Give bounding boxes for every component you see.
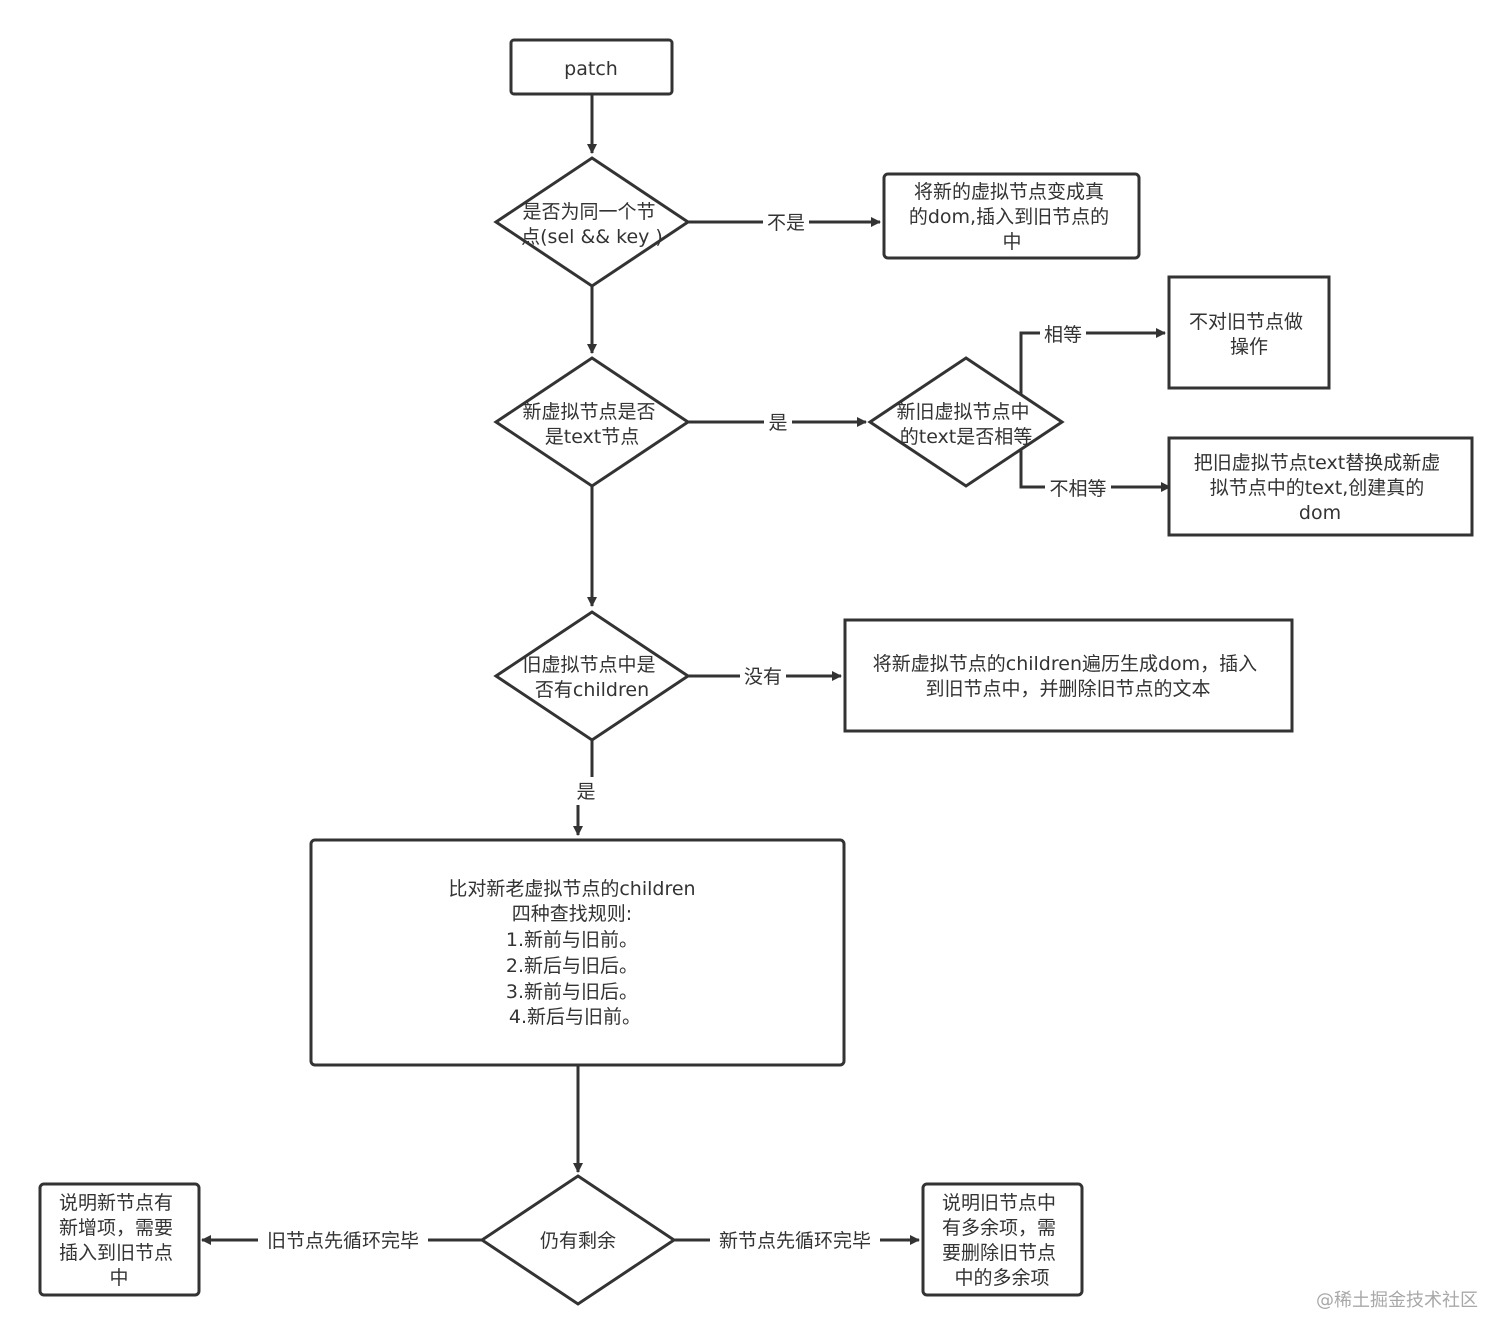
node-replace-dom-box <box>882 172 1141 260</box>
edge-equal <box>1019 328 1166 394</box>
edge-label-bg <box>572 777 600 805</box>
line: 插入到旧节点 <box>59 1242 173 1264</box>
node-compare-children-label: 比对新老虚拟节点的children 四种查找规则: 1.新前与旧前。 2.新后与… <box>448 878 701 1028</box>
diamond-remaining <box>479 1174 677 1306</box>
node-has-children-label: 旧虚拟节点中是 否有children <box>522 654 661 701</box>
node-same-node-question: 是否为同一个节 点(sel && key ) <box>493 156 691 288</box>
line: 说明旧节点中 <box>942 1192 1056 1214</box>
node-no-op-box <box>1167 275 1331 390</box>
edge-label-not-equal: 不相等 <box>1049 478 1106 500</box>
node-patch-box <box>509 38 674 96</box>
line: 旧虚拟节点中是 <box>522 654 655 676</box>
node-insert-children-label: 将新虚拟节点的children遍历生成dom，插入 到旧节点中，并删除旧节点的文… <box>873 653 1263 700</box>
line: 操作 <box>1230 336 1268 358</box>
line: 比对新老虚拟节点的children <box>448 878 695 900</box>
watermark: @稀土掘金技术社区 <box>1316 1290 1478 1311</box>
diamond-text-equal <box>867 356 1065 488</box>
node-remove-old-box <box>921 1182 1084 1297</box>
line: 有多余项，需 <box>942 1217 1056 1239</box>
node-has-children-question: 旧虚拟节点中是 否有children <box>493 610 691 742</box>
line: 新虚拟节点是否 <box>522 401 655 423</box>
node-patch-label: patch <box>564 58 618 80</box>
edge-label-bg <box>258 1226 428 1254</box>
node-replace-dom: 将新的虚拟节点变成真 的dom,插入到旧节点的 中 <box>882 172 1141 260</box>
line: 拟节点中的text,创建真的 <box>1210 477 1425 499</box>
node-replace-text-box <box>1167 436 1474 537</box>
line: 新增项，需要 <box>59 1217 173 1239</box>
node-remaining-label: 仍有剩余 <box>540 1230 616 1252</box>
line: 是text节点 <box>545 426 640 448</box>
line: 1.新前与旧前。 <box>506 929 638 951</box>
node-replace-text: 把旧虚拟节点text替换成新虚 拟节点中的text,创建真的 dom <box>1167 436 1474 537</box>
line: 说明新节点有 <box>59 1192 173 1214</box>
node-add-new-box <box>38 1182 201 1297</box>
diamond-same-node <box>493 156 691 288</box>
node-replace-text-label: 把旧虚拟节点text替换成新虚 拟节点中的text,创建真的 dom <box>1194 452 1447 524</box>
edge-label-has-children: 是 <box>576 781 595 803</box>
edge-label-equal: 相等 <box>1044 324 1082 346</box>
line: 新旧虚拟节点中 <box>896 401 1029 423</box>
line: 把旧虚拟节点text替换成新虚 <box>1194 452 1441 474</box>
node-no-op: 不对旧节点做 操作 <box>1167 275 1331 390</box>
node-add-new: 说明新节点有 新增项，需要 插入到旧节点 中 <box>38 1182 201 1297</box>
node-remove-old: 说明旧节点中 有多余项，需 要删除旧节点 中的多余项 <box>921 1182 1084 1297</box>
node-text-node-question: 新虚拟节点是否 是text节点 <box>493 356 691 488</box>
edge-label-bg <box>763 208 809 236</box>
node-compare-children-box <box>309 838 846 1067</box>
line: 的dom,插入到旧节点的 <box>909 206 1109 228</box>
line: 2.新后与旧后。 <box>506 955 638 977</box>
edge-label-is-text: 是 <box>768 412 787 434</box>
node-compare-children: 比对新老虚拟节点的children 四种查找规则: 1.新前与旧前。 2.新后与… <box>309 838 846 1067</box>
node-insert-children: 将新虚拟节点的children遍历生成dom，插入 到旧节点中，并删除旧节点的文… <box>843 618 1294 733</box>
line: 不对旧节点做 <box>1189 311 1303 333</box>
line: dom <box>1299 502 1341 524</box>
diamond-text-node <box>493 356 691 488</box>
edge-label-bg <box>1045 474 1111 502</box>
edge-not-equal <box>1019 450 1171 492</box>
node-text-node-label: 新虚拟节点是否 是text节点 <box>522 401 661 448</box>
line: 是否为同一个节 <box>522 201 655 223</box>
node-add-new-label: 说明新节点有 新增项，需要 插入到旧节点 中 <box>59 1192 179 1289</box>
edge-label-bg <box>740 662 786 690</box>
node-no-op-label: 不对旧节点做 操作 <box>1189 311 1309 358</box>
line: 中 <box>1002 231 1021 253</box>
line: 的text是否相等 <box>900 426 1033 448</box>
edge-label-new-first: 新节点先循环完毕 <box>719 1230 871 1252</box>
line: 四种查找规则: <box>512 903 632 925</box>
node-patch: patch <box>509 38 674 96</box>
line: 否有children <box>535 679 649 701</box>
line: 将新的虚拟节点变成真 <box>914 181 1104 203</box>
node-insert-children-box <box>843 618 1294 733</box>
line: 4.新后与旧前。 <box>509 1006 641 1028</box>
edge-label-bg <box>1040 320 1086 348</box>
edge-label-no-children: 没有 <box>744 666 782 688</box>
edge-label-old-first: 旧节点先循环完毕 <box>267 1230 419 1252</box>
line: 中的多余项 <box>954 1267 1049 1289</box>
line: 将新虚拟节点的children遍历生成dom，插入 <box>873 653 1257 675</box>
node-replace-dom-label: 将新的虚拟节点变成真 的dom,插入到旧节点的 中 <box>909 181 1115 253</box>
diamond-has-children <box>493 610 691 742</box>
edge-label-bg <box>710 1226 880 1254</box>
line: 到旧节点中，并删除旧节点的文本 <box>925 678 1210 700</box>
node-text-equal-question: 新旧虚拟节点中 的text是否相等 <box>867 356 1065 488</box>
node-text-equal-label: 新旧虚拟节点中 的text是否相等 <box>896 401 1035 448</box>
line: 3.新前与旧后。 <box>506 981 638 1003</box>
edge-label-bg <box>764 408 792 436</box>
node-remaining-question: 仍有剩余 <box>479 1174 677 1306</box>
node-same-node-label: 是否为同一个节 点(sel && key ) <box>521 201 663 248</box>
line: 点(sel && key ) <box>521 226 663 248</box>
node-remove-old-label: 说明旧节点中 有多余项，需 要删除旧节点 中的多余项 <box>942 1192 1062 1289</box>
edge-label-not-same: 不是 <box>767 212 805 234</box>
line: 中 <box>109 1267 128 1289</box>
line: 要删除旧节点 <box>942 1242 1056 1264</box>
